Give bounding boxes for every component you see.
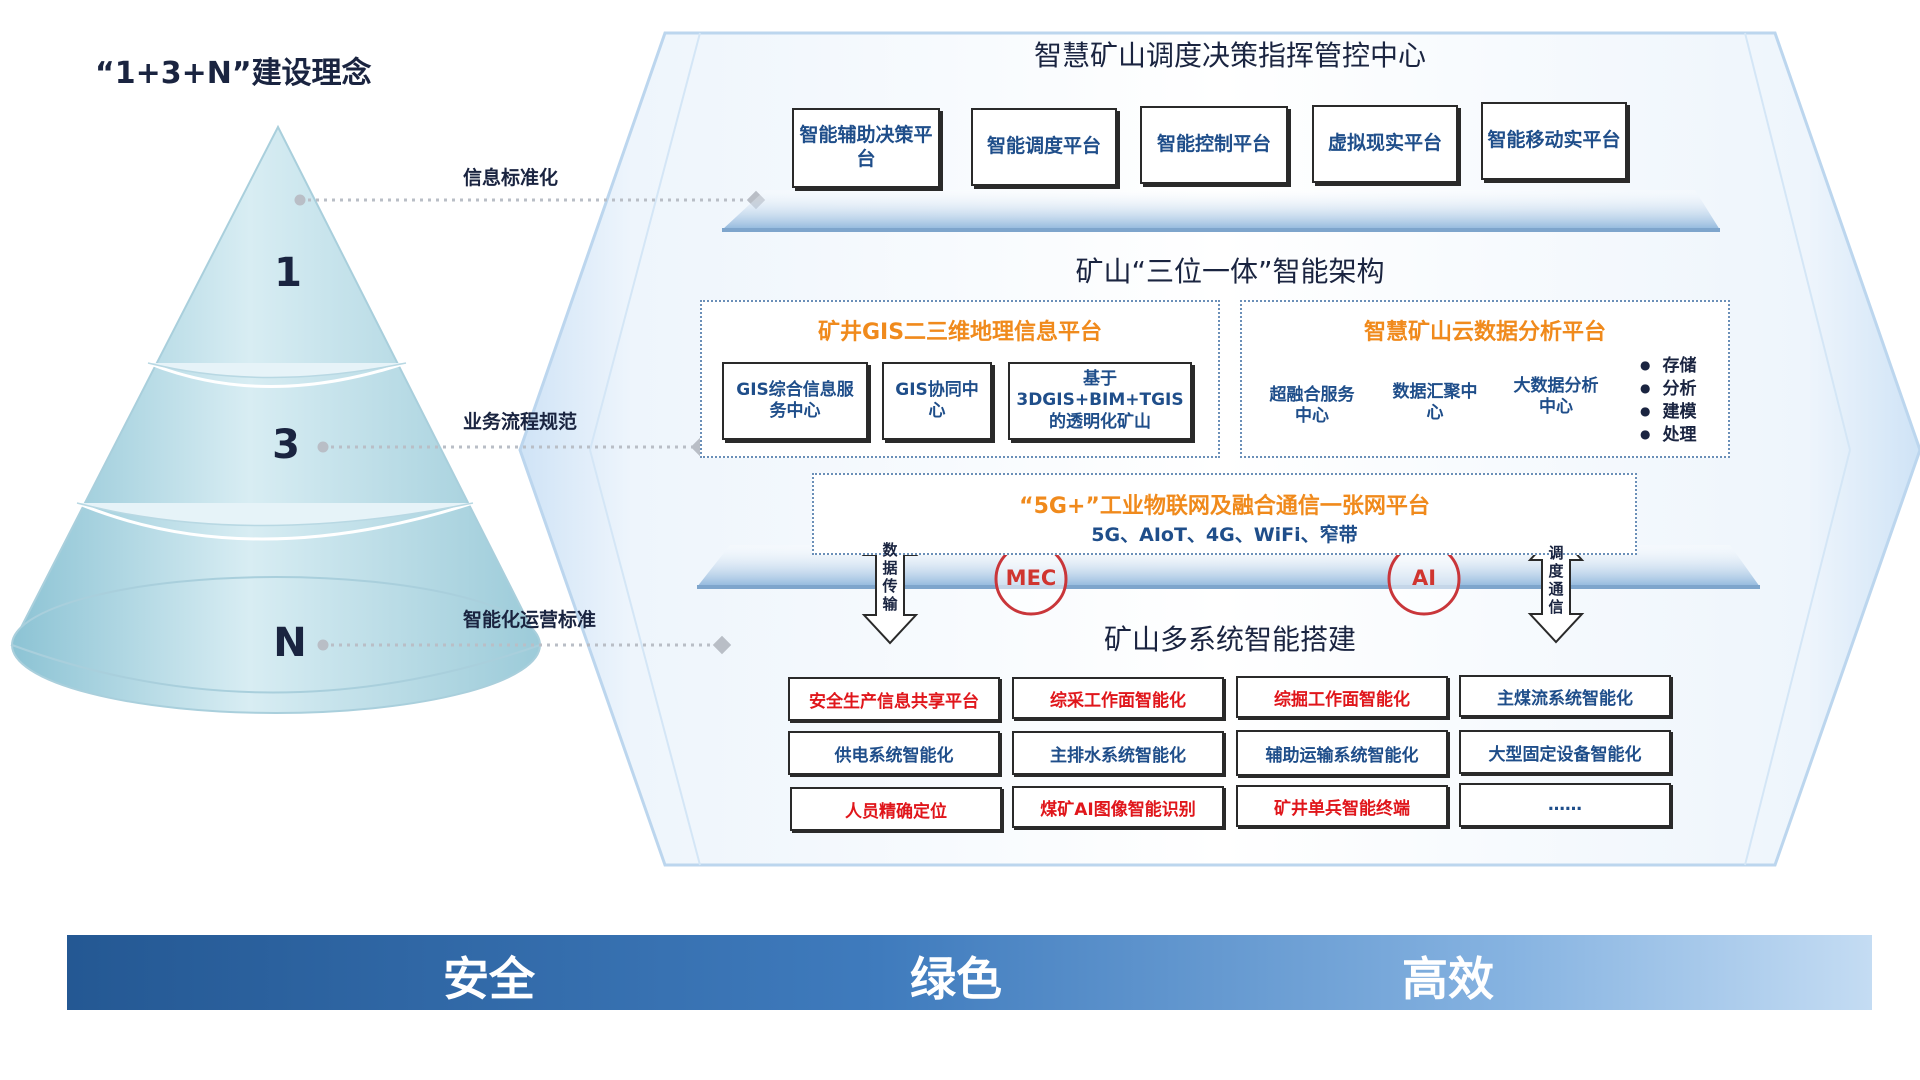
level-1-number: 1	[274, 250, 302, 296]
cell-main-drainage: 主排水系统智能化	[1012, 731, 1224, 775]
hex-big-data-analysis-center: 大数据分析中心	[1513, 376, 1599, 418]
platform-decision-support: 智能辅助决策平台	[792, 108, 940, 188]
data-transfer-label: 数据传输	[882, 541, 898, 613]
platform-control: 智能控制平台	[1140, 106, 1288, 184]
mec-label: MEC	[1005, 566, 1057, 590]
gis-info-service-center: GIS综合信息服务中心	[722, 362, 868, 440]
cell-safety-info-sharing: 安全生产信息共享平台	[788, 677, 1000, 721]
transparent-mine-box: 基于3DGIS+BIM+TGIS的透明化矿山	[1008, 362, 1192, 440]
cloud-panel-title: 智慧矿山云数据分析平台	[1363, 320, 1606, 345]
middle-section-title: 矿山“三位一体”智能架构	[1075, 255, 1385, 288]
gis-panel-title: 矿井GIS二三维地理信息平台	[817, 320, 1103, 345]
outer-hexagon-frame	[520, 33, 1920, 865]
bullet-analysis: 分析	[1640, 378, 1696, 401]
level-3-number: 3	[272, 422, 300, 468]
bottom-value-bar	[67, 935, 1872, 1010]
bullet-processing: 处理	[1640, 424, 1696, 447]
cell-auxiliary-transport: 辅助运输系统智能化	[1236, 730, 1448, 776]
cell-large-fixed-equipment: 大型固定设备智能化	[1459, 730, 1671, 774]
bullet-modeling: 建模	[1640, 401, 1696, 424]
platform-mobile: 智能移动实平台	[1481, 102, 1627, 180]
bullet-storage: 存储	[1640, 355, 1696, 378]
network-panel-title: “5G+”工业物联网及融合通信一张网平台	[1019, 494, 1430, 519]
concept-title: “1+3+N”建设理念	[95, 56, 372, 91]
network-panel-subtitle: 5G、AIoT、4G、WiFi、窄带	[1091, 524, 1358, 546]
level-1-label: 信息标准化	[463, 167, 559, 189]
bar-word-efficient: 高效	[1402, 952, 1494, 1006]
cell-heading-face: 综掘工作面智能化	[1236, 676, 1448, 718]
level-3-label: 业务流程规范	[463, 411, 578, 433]
gis-collaboration-center: GIS协同中心	[882, 362, 992, 440]
middle-plate	[697, 545, 1760, 587]
cloud-function-list: 存储 分析 建模 处理	[1640, 355, 1696, 447]
network-panel	[812, 473, 1637, 555]
top-section-title: 智慧矿山调度决策指挥管控中心	[1033, 39, 1426, 72]
dispatch-comm-label: 调度通信	[1548, 544, 1564, 616]
level-n-label: 智能化运营标准	[463, 609, 597, 631]
platform-dispatch: 智能调度平台	[971, 108, 1117, 186]
cell-ai-image-recognition: 煤矿AI图像智能识别	[1012, 786, 1224, 828]
bar-word-safety: 安全	[443, 952, 535, 1006]
bottom-section-title: 矿山多系统智能搭建	[1103, 623, 1356, 656]
data-transfer-arrow	[861, 525, 919, 645]
platform-virtual-reality: 虚拟现实平台	[1312, 105, 1458, 183]
top-plate	[722, 190, 1720, 230]
cell-power-supply: 供电系统智能化	[788, 731, 1000, 775]
cell-main-coal-flow: 主煤流系统智能化	[1459, 675, 1671, 717]
level-n-number: N	[273, 620, 307, 666]
concept-cone	[10, 124, 542, 714]
dispatch-comm-arrow	[1527, 530, 1585, 644]
ai-label: AI	[1411, 566, 1437, 590]
bar-word-green: 绿色	[910, 952, 1002, 1006]
inner-hexagon-outline	[518, 31, 1920, 867]
cell-fully-mechanized-face: 综采工作面智能化	[1012, 677, 1224, 719]
hex-data-aggregation-center: 数据汇聚中心	[1392, 382, 1478, 424]
cell-personnel-positioning: 人员精确定位	[790, 787, 1002, 831]
cell-more: ……	[1459, 783, 1671, 827]
hex-hyperconverged-center: 超融合服务中心	[1269, 385, 1355, 427]
cell-soldier-terminal: 矿井单兵智能终端	[1236, 785, 1448, 827]
